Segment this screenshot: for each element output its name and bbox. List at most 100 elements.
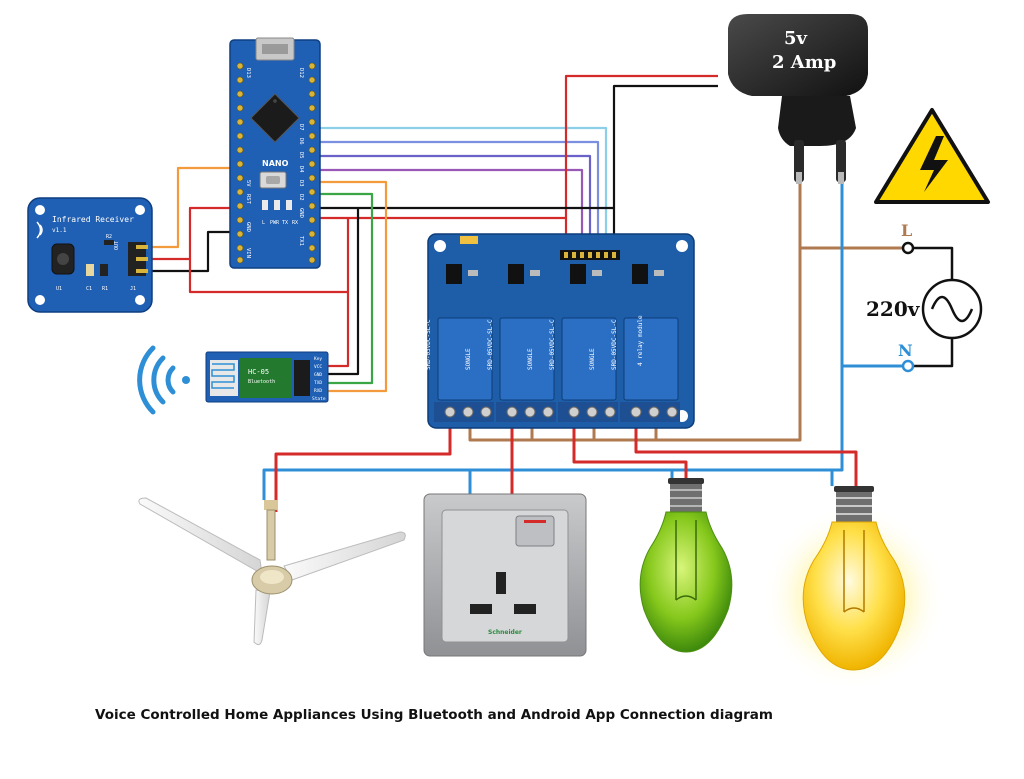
relay-text: SONGLE — [527, 348, 534, 370]
nano-pin-label: RST — [245, 194, 251, 205]
fan-blade — [138, 497, 263, 575]
socket-switch — [515, 515, 555, 547]
wire-5v-loop — [188, 218, 350, 294]
pin-header-left — [236, 62, 244, 264]
relay-module: SRD-05VDC-SL-C SRD-05VDC-SL-C SRD-05VDC-… — [403, 233, 695, 429]
ir-signal-icon — [36, 221, 43, 239]
nano-pin-label: D4 — [298, 166, 304, 173]
bt-pin-label: TXD — [314, 380, 322, 386]
nano-pin-label: D5 — [298, 152, 304, 159]
socket-brand: Schneider — [488, 629, 522, 636]
wire-source-top — [908, 246, 954, 280]
pin-header-right — [308, 62, 316, 264]
ir-receiver-module: Infrared Receiver v1.1 OUT R2 U1 C1 R1 J… — [27, 197, 153, 313]
relay-1 — [437, 317, 493, 401]
diagram-caption: Voice Controlled Home Appliances Using B… — [95, 707, 773, 723]
ir-part-label: R2 — [106, 234, 112, 240]
wire-d4-relay — [318, 168, 584, 252]
nano-pin-label: D3 — [298, 180, 304, 187]
bt-pin-label: RXD — [314, 388, 322, 394]
ir-part-label: J1 — [130, 286, 136, 292]
wire-gnd-black — [318, 84, 718, 210]
bt-subtitle: Bluetooth — [248, 379, 275, 385]
neutral-terminal — [901, 359, 915, 373]
relay-text: SRD-05VDC-SL-C — [549, 319, 556, 370]
wire-d7-relay — [318, 126, 608, 252]
nano-pin-label: 5V — [245, 180, 251, 187]
wire-d5-relay — [318, 154, 592, 252]
wire-ir-out — [146, 166, 232, 249]
ir-pin-label: OUT — [114, 241, 120, 250]
relay-text: SRD-05VDC-SL-C — [611, 319, 618, 370]
bt-pin-label: GND — [314, 372, 322, 378]
nano-led-label: TX — [282, 220, 288, 226]
wire-bt-rxd — [318, 180, 388, 393]
nano-pin-label: D13 — [245, 68, 251, 78]
nano-pin-label: D12 — [298, 68, 304, 78]
relay-text: SRD-05VDC-SL-C — [487, 319, 494, 370]
bt-model: HC-05 — [248, 368, 269, 376]
wire-bt-vcc — [328, 292, 350, 368]
live-label: L — [901, 221, 912, 240]
wire-neutral-common — [262, 366, 844, 500]
high-voltage-warning-icon — [874, 108, 990, 204]
ir-title: Infrared Receiver — [52, 215, 134, 224]
wire-out-fan — [274, 420, 452, 512]
ir-part-label: R1 — [102, 286, 108, 292]
nano-pin-label: TX1 — [298, 236, 304, 246]
ac-source: L N 220v — [866, 221, 983, 373]
fan-blade — [283, 531, 406, 581]
bt-pin-label: State — [312, 396, 326, 402]
yellow-bulb — [762, 486, 946, 690]
relay-text: SONGLE — [465, 348, 472, 370]
live-terminal — [901, 241, 915, 255]
wire-ir-vcc — [146, 206, 232, 261]
ir-version: v1.1 — [52, 227, 67, 234]
relay-2 — [499, 317, 555, 401]
wire-bt-txd — [318, 192, 374, 385]
nano-label: NANO — [262, 159, 289, 168]
nano-pin-label: D7 — [298, 124, 304, 131]
wall-socket: Schneider — [423, 493, 587, 657]
wire-5v-red — [318, 74, 718, 220]
bt-pin-label: VCC — [314, 364, 322, 370]
relay-text: SRD-05VDC-SL-C — [425, 319, 432, 370]
ceiling-fan — [138, 497, 406, 646]
relay-text: SONGLE — [403, 348, 410, 370]
nano-pin-label: D2 — [298, 194, 304, 201]
nano-pin-label: GND — [245, 222, 251, 232]
neutral-label: N — [898, 341, 913, 360]
atmega-chip — [250, 93, 300, 143]
nano-led-label: PWR — [270, 220, 280, 226]
nano-led-label: RX — [292, 220, 298, 226]
nano-pin-label: VIN — [245, 248, 251, 258]
bluetooth-hc05: HC-05 Bluetooth Key VCC GND TXD RXD Stat… — [137, 345, 329, 415]
nano-pin-label: D6 — [298, 138, 304, 145]
green-bulb — [639, 478, 733, 653]
relay-4 — [623, 317, 679, 401]
mains-voltage: 220v — [866, 297, 921, 321]
wire-bt-gnd — [328, 208, 360, 376]
wireless-signal-icon — [137, 345, 190, 415]
relay-3 — [561, 317, 617, 401]
wire-d6-relay — [318, 140, 600, 252]
adapter-voltage: 5v — [784, 28, 808, 49]
power-adapter: 5v 2 Amp — [728, 14, 868, 184]
screw-terminals — [434, 402, 680, 422]
ir-part-label: U1 — [56, 286, 62, 292]
wire-adapter-neutral — [840, 180, 908, 368]
relay-module-label: 4 relay module — [637, 315, 644, 366]
bt-pin-label: Key — [314, 356, 322, 362]
wire-ir-gnd — [146, 230, 232, 273]
ir-part-label: C1 — [86, 286, 92, 292]
relay-text: SONGLE — [589, 348, 596, 370]
wire-out-green — [572, 420, 688, 478]
wire-source-bottom — [908, 338, 954, 368]
nano-led-label: L — [262, 220, 265, 226]
nano-pin-label: GND — [298, 208, 304, 218]
wire-out-yellow — [634, 420, 858, 486]
fan-blade — [253, 589, 271, 646]
adapter-current: 2 Amp — [772, 52, 836, 73]
arduino-nano: D13 5V RST GND VIN D12 D7 D6 D5 D4 D3 D2… — [229, 37, 321, 269]
